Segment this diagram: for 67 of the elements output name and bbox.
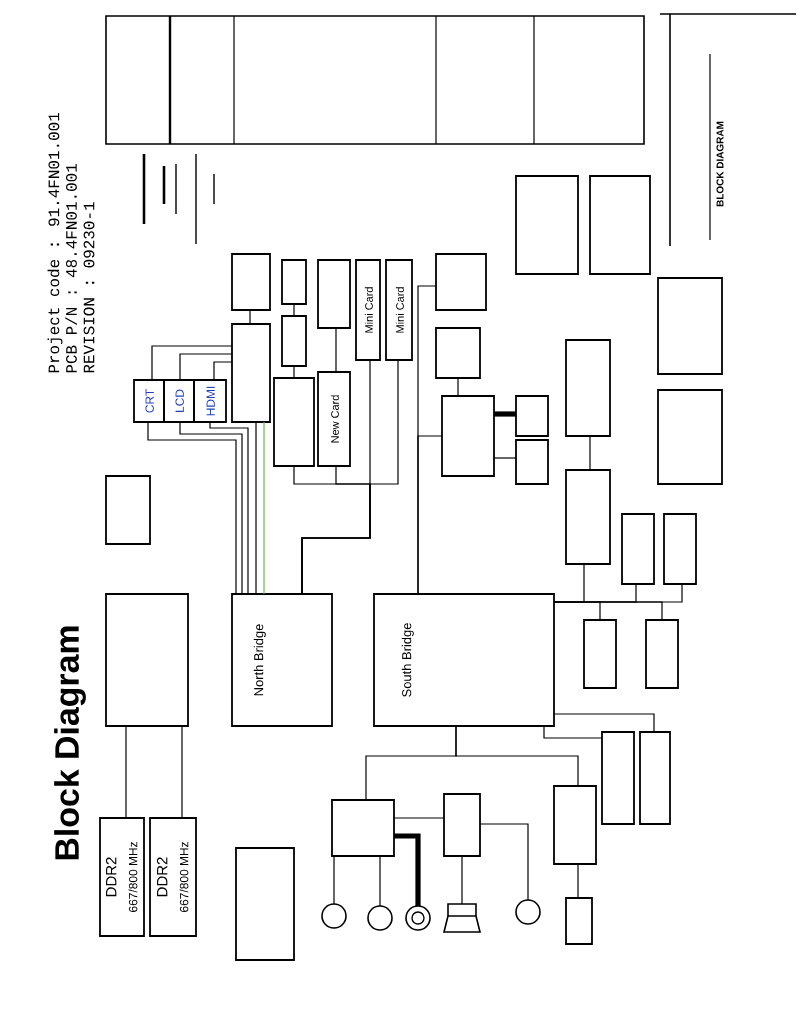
- connector-line: [461, 855, 463, 905]
- connector-line: [151, 345, 233, 381]
- speaker-symbol: [442, 903, 482, 933]
- component-box: [621, 513, 655, 585]
- connector-line: [255, 421, 257, 595]
- component-box: [565, 339, 611, 437]
- component-box: [589, 175, 651, 275]
- component-box: [553, 785, 597, 865]
- connector-line: [263, 421, 265, 595]
- connector-line: [379, 855, 381, 907]
- component-box: [657, 277, 723, 375]
- connector-line: [335, 327, 337, 373]
- connector-line: [479, 823, 529, 901]
- connector-line: [293, 303, 295, 317]
- component-box: [645, 619, 679, 689]
- connector-line: [417, 435, 443, 595]
- component-box: [435, 253, 487, 311]
- component-box: [601, 731, 635, 825]
- component-box: [657, 389, 723, 485]
- component-box: [515, 439, 549, 485]
- component-box: [663, 513, 697, 585]
- connector-line: [543, 725, 603, 739]
- connector-line: [333, 855, 335, 905]
- component-box: [583, 619, 617, 689]
- connector-line: [179, 421, 243, 595]
- connector-line: [493, 457, 517, 459]
- component-box: [105, 475, 151, 545]
- component-box: [235, 847, 295, 961]
- connector-line: [394, 833, 421, 906]
- component-box: [639, 731, 671, 825]
- connector-line: [301, 359, 399, 595]
- jack-symbol: [515, 899, 541, 925]
- component-box: [273, 377, 315, 467]
- component-box: [281, 315, 307, 367]
- connector-line: [213, 361, 233, 381]
- connector-line: [293, 365, 295, 379]
- jack-symbol: [321, 903, 347, 929]
- component-box: [331, 799, 395, 857]
- component-box: [515, 395, 549, 437]
- component-box: [435, 327, 481, 379]
- connector-line: [147, 421, 237, 595]
- component-box: [231, 253, 271, 311]
- component-box: [441, 395, 495, 477]
- component-box: [231, 323, 271, 423]
- component-box: [515, 175, 579, 275]
- connector-line: [553, 601, 663, 621]
- connector-line: [125, 725, 127, 819]
- chip-box: [105, 593, 189, 727]
- jack-symbol: [367, 905, 393, 931]
- component-box: [281, 259, 307, 305]
- title: Block Diagram: [54, 626, 86, 860]
- component-box: [565, 469, 611, 565]
- connector-line: [553, 713, 655, 733]
- component-box: [565, 897, 593, 945]
- connector-line: [457, 377, 459, 397]
- component-box: [317, 259, 351, 329]
- connector-line: [393, 817, 445, 819]
- connector-line: [589, 435, 591, 471]
- component-box: [443, 793, 481, 857]
- connector-line: [209, 421, 249, 595]
- connector-line: [181, 725, 183, 819]
- jack-symbol: [405, 905, 431, 931]
- connector-line: [494, 411, 516, 417]
- connector-line: [365, 725, 457, 801]
- connector-line: [249, 309, 251, 325]
- connector-line: [577, 863, 579, 899]
- connector-line: [179, 353, 233, 381]
